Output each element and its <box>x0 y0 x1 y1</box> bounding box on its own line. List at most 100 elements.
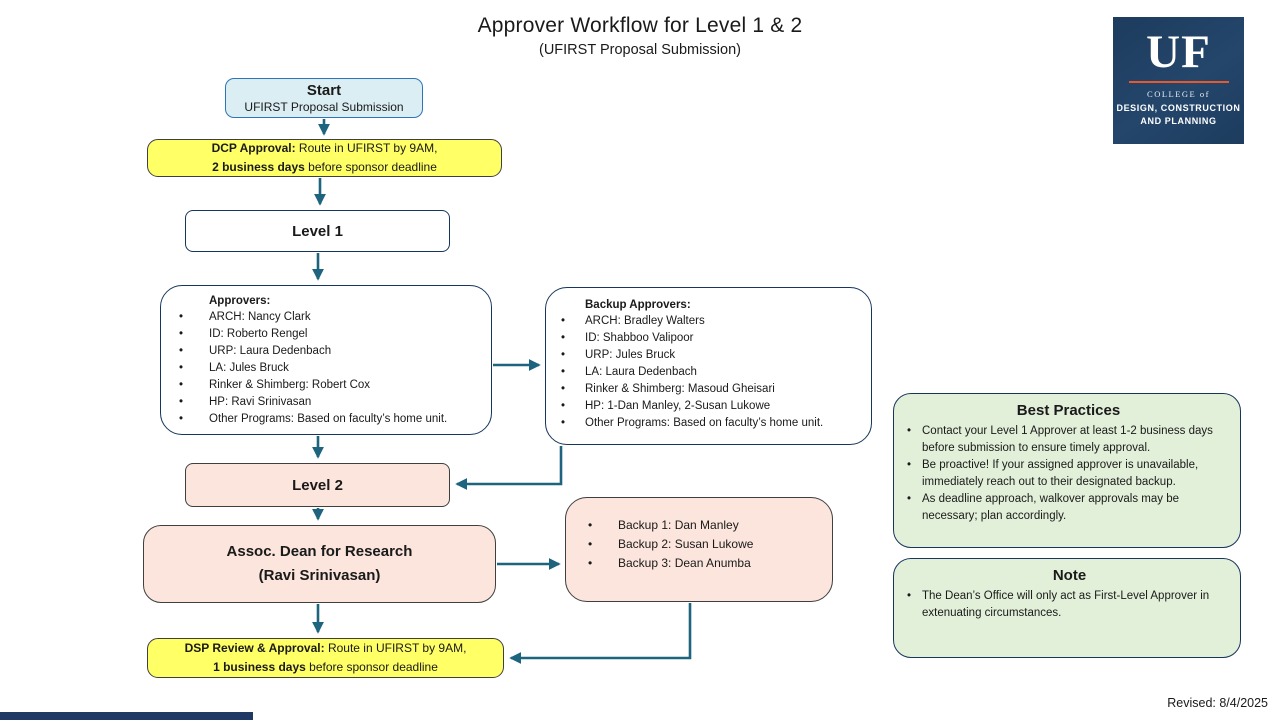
dsp-text2: before sponsor deadline <box>305 660 438 674</box>
list-item-text: ID: Shabboo Valipoor <box>585 332 694 344</box>
list-item: • Other Programs: Based on faculty’s home… <box>561 415 865 432</box>
dcp-text2: before sponsor deadline <box>304 160 437 174</box>
list-item: • Backup 3: Dean Anumba <box>588 554 826 573</box>
list-item: • URP: Laura Dedenbach <box>179 343 483 360</box>
bullet-icon: • <box>561 349 566 361</box>
level1-node: Level 1 <box>185 210 450 252</box>
list-item: •Backup 1: Dan Manley <box>588 516 826 535</box>
level2-node: Level 2 <box>185 463 450 507</box>
backup-approvers-heading: Backup Approvers: <box>585 299 691 311</box>
list-item: •LA: Jules Bruck <box>179 360 483 377</box>
bullet-icon: • <box>907 425 912 437</box>
dcp-line1: DCP Approval: Route in UFIRST by 9AM, <box>212 139 438 158</box>
list-item-text: URP: Jules Bruck <box>585 349 676 361</box>
bullet-icon: • <box>588 556 593 570</box>
assoc-dean-line2: (Ravi Srinivasan) <box>258 567 381 584</box>
list-item: • LA: Laura Dedenbach <box>561 364 865 381</box>
connector-backups-to-dsp <box>509 603 692 664</box>
bullet-icon: • <box>561 400 566 412</box>
dean-backups-node: •Backup 1: Dan Manley•Backup 2: Susan Lu… <box>565 497 833 602</box>
bullet-icon: • <box>561 315 566 327</box>
bullet-icon: • <box>588 537 593 551</box>
dcp-approval-node: DCP Approval: Route in UFIRST by 9AM, 2 … <box>147 139 502 177</box>
dsp-bold2: 1 business days <box>213 660 306 674</box>
list-item-text: Backup 1: Dan Manley <box>618 518 739 532</box>
list-item: • URP: Jules Bruck <box>561 347 865 364</box>
list-item-text: HP: Ravi Srinivasan <box>209 396 312 408</box>
list-item-text: Backup 2: Susan Lukowe <box>618 537 754 551</box>
logo-college-line3: AND PLANNING <box>1140 115 1217 126</box>
list-item: • Rinker & Shimberg: Robert Cox <box>179 377 483 394</box>
bullet-icon: • <box>179 396 184 408</box>
title-block: Approver Workflow for Level 1 & 2 (UFIRS… <box>0 14 1280 58</box>
revised-date: Revised: 8/4/2025 <box>1167 696 1268 710</box>
list-item-text: Rinker & Shimberg: Robert Cox <box>209 379 371 391</box>
bullet-icon: • <box>561 332 566 344</box>
list-item-text: Other Programs: Based on faculty’s home … <box>585 417 824 429</box>
list-item-text: Rinker & Shimberg: Masoud Gheisari <box>585 383 775 395</box>
list-item: • Rinker & Shimberg: Masoud Gheisari <box>561 381 865 398</box>
list-item-text: Backup 3: Dean Anumba <box>618 556 751 570</box>
dsp-line2: 1 business days before sponsor deadline <box>213 658 438 677</box>
backup-approvers-list: • ARCH: Bradley Walters • ID: Shabboo Valip… <box>561 313 865 432</box>
uf-dcp-logo: UF COLLEGE of DESIGN, CONSTRUCTION AND P… <box>1113 17 1244 144</box>
dsp-text1: Route in UFIRST by 9AM, <box>324 641 467 656</box>
dcp-line2: 2 business days before sponsor deadline <box>212 158 437 177</box>
bullet-icon: • <box>907 493 912 505</box>
bullet-icon: • <box>179 413 184 425</box>
logo-divider <box>1128 80 1229 83</box>
logo-college-line2: DESIGN, CONSTRUCTION <box>1116 102 1241 113</box>
best-practices-title: Best Practices <box>1016 402 1121 419</box>
list-item-text: ID: Roberto Rengel <box>209 328 308 340</box>
bullet-icon: • <box>179 379 184 391</box>
list-item-text: Contact your Level 1 Approver at least 1… <box>922 425 1213 454</box>
list-item: • Backup 2: Susan Lukowe <box>588 535 826 554</box>
approvers-node: Approvers: •ARCH: Nancy Clark•ID: Robert… <box>160 285 492 435</box>
assoc-dean-node: Assoc. Dean for Research (Ravi Srinivasa… <box>143 525 496 603</box>
dsp-bold1: DSP Review & Approval: <box>184 641 325 656</box>
bullet-icon: • <box>179 345 184 357</box>
list-item-text: ARCH: Nancy Clark <box>209 311 311 323</box>
dsp-review-node: DSP Review & Approval: Route in UFIRST b… <box>147 638 504 678</box>
bullet-icon: • <box>907 590 912 602</box>
bullet-icon: • <box>561 366 566 378</box>
list-item: • HP: Ravi Srinivasan <box>179 394 483 411</box>
list-item-text: Other Programs: Based on faculty’s home … <box>209 413 448 425</box>
uf-logo-mark: UF <box>1146 26 1211 78</box>
connector-backup-to-level2 <box>455 446 563 490</box>
logo-college-name: DESIGN, CONSTRUCTION AND PLANNING <box>1113 102 1244 128</box>
assoc-dean-line1: Assoc. Dean for Research <box>226 543 413 560</box>
list-item: • Other Programs: Based on faculty’s home… <box>179 411 483 428</box>
list-item: • ARCH: Bradley Walters <box>561 313 865 330</box>
list-item: •ARCH: Nancy Clark <box>179 309 483 326</box>
approvers-heading: Approvers: <box>209 295 271 307</box>
start-node: Start UFIRST Proposal Submission <box>225 78 423 118</box>
list-item: • ID: Shabboo Valipoor <box>561 330 865 347</box>
dean-backups-list: •Backup 1: Dan Manley•Backup 2: Susan Lu… <box>588 516 826 573</box>
start-subtitle: UFIRST Proposal Submission <box>244 100 404 115</box>
note-title: Note <box>1052 567 1087 584</box>
dcp-text1: Route in UFIRST by 9AM, <box>295 141 438 156</box>
dcp-bold2: 2 business days <box>212 160 305 174</box>
dcp-bold1: DCP Approval: <box>211 141 296 156</box>
bullet-icon: • <box>179 328 184 340</box>
start-title: Start <box>306 81 342 99</box>
note-list: •The Dean’s Office will only act as Firs… <box>907 588 1232 621</box>
list-item: • Be proactive! If your assigned approver… <box>907 457 1230 490</box>
approvers-list: •ARCH: Nancy Clark•ID: Roberto Rengel•UR… <box>179 309 483 428</box>
note-panel: Note •The Dean’s Office will only act as… <box>893 558 1241 658</box>
list-item: •As deadline approach, walkover approval… <box>907 491 1230 524</box>
list-item-text: LA: Laura Dedenbach <box>585 366 697 378</box>
list-item-text: ARCH: Bradley Walters <box>585 315 705 327</box>
list-item-text: HP: 1-Dan Manley, 2-Susan Lukowe <box>585 400 771 412</box>
list-item-text: Be proactive! If your assigned approver … <box>922 459 1199 488</box>
bullet-icon: • <box>907 459 912 471</box>
list-item: • HP: 1-Dan Manley, 2-Susan Lukowe <box>561 398 865 415</box>
bullet-icon: • <box>561 383 566 395</box>
list-item: •The Dean’s Office will only act as Firs… <box>907 588 1232 621</box>
bullet-icon: • <box>561 417 566 429</box>
list-item: • Contact your Level 1 Approver at least … <box>907 423 1230 456</box>
list-item-text: URP: Laura Dedenbach <box>209 345 332 357</box>
backup-approvers-node: Backup Approvers: • ARCH: Bradley Walters… <box>545 287 872 445</box>
